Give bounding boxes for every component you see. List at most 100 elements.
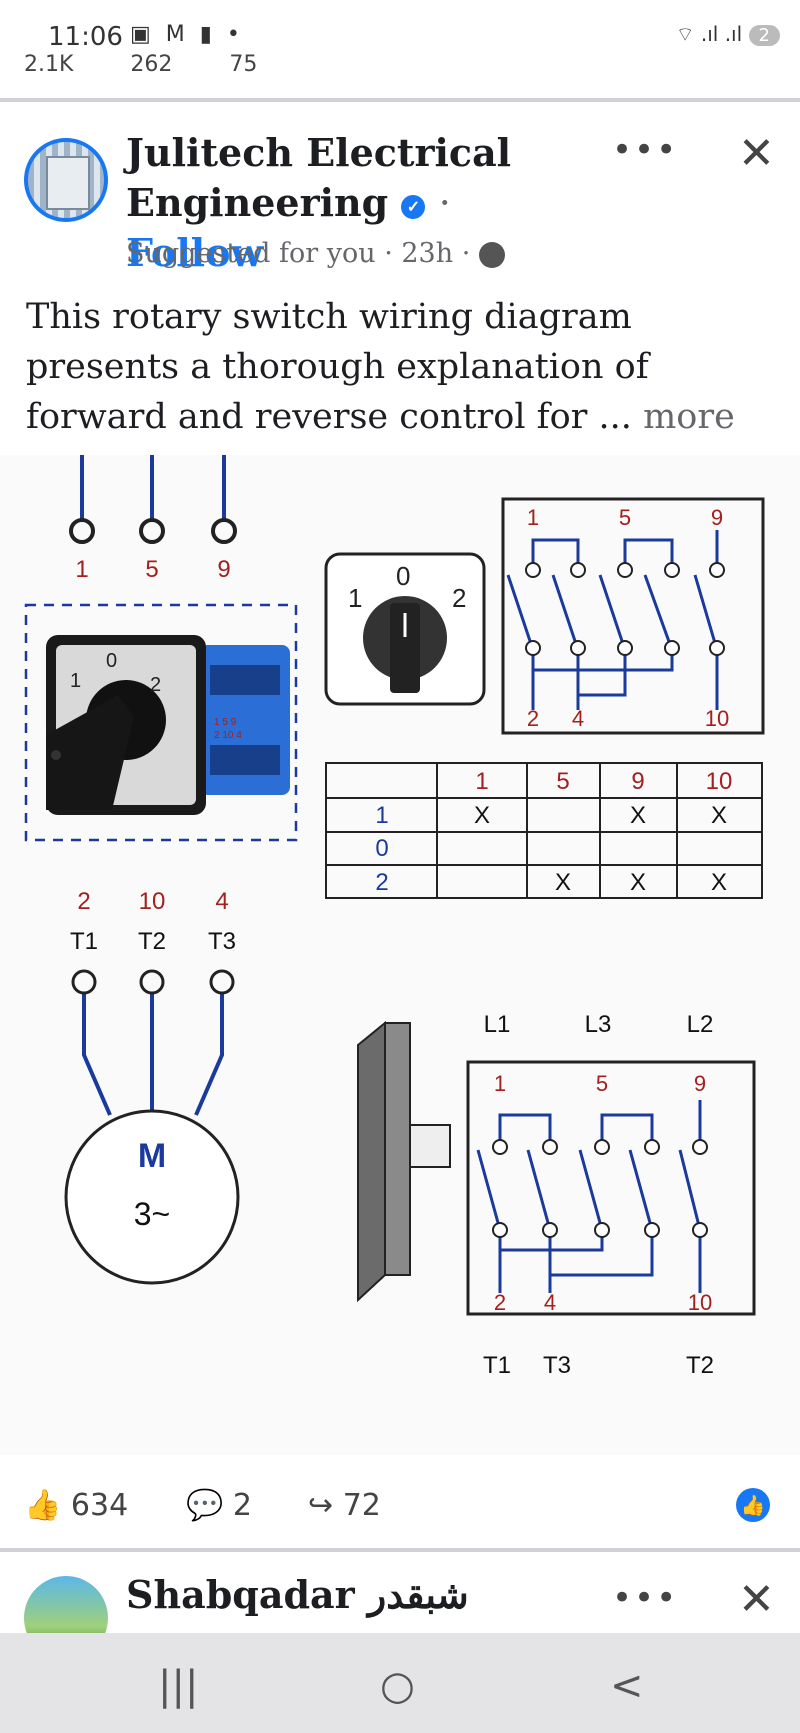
contact-bottom-2: 2 (527, 706, 539, 731)
switch-label-row1: 1 5 9 (214, 717, 237, 728)
signal-icons: ⌔ .ıl .ıl 2 (676, 22, 780, 47)
share-button[interactable]: ↪ 72 (308, 1488, 381, 1523)
reaction-bar: 👍 634 💬 2 ↪ 72 👍 (0, 1460, 800, 1550)
post-image[interactable]: 1 5 9 1 5 9 2 10 4 1 0 2 1 0 2 1 5 9 2 4 (0, 455, 800, 1455)
load-label-t2: T2 (686, 1352, 714, 1379)
post-caption: This rotary switch wiring diagram presen… (26, 292, 786, 442)
page-name[interactable]: Julitech Electrical Engineering (126, 130, 512, 225)
contact-terminals-bottom (492, 1139, 708, 1238)
contact-schematic-bottom (466, 1060, 756, 1316)
dial-pos-1: 1 (348, 583, 362, 613)
switch-label-row2: 2 10 4 (214, 730, 242, 741)
page-avatar[interactable] (24, 138, 108, 222)
comment-icon: 💬 (186, 1488, 224, 1523)
back-icon[interactable]: < (610, 1663, 644, 1709)
table-cell-r0-c2: 5 (556, 768, 569, 795)
recents-icon[interactable]: ||| (158, 1663, 199, 1709)
line-label-l2: L2 (687, 1011, 714, 1038)
comment-button[interactable]: 💬 2 (186, 1488, 252, 1523)
top-terminals (69, 455, 237, 544)
top-terminal-2: 5 (145, 556, 158, 583)
contact-schematic-top (501, 497, 765, 735)
table-cell-r3-c0: 2 (375, 869, 388, 896)
load-label-t3: T3 (543, 1352, 571, 1379)
output-label-t3: T3 (208, 928, 236, 955)
contact-bottom-4: 4 (572, 706, 584, 731)
wiring-diagram: 1 5 9 1 5 9 2 10 4 1 0 2 1 0 2 1 5 9 2 4 (24, 455, 765, 1379)
switching-table (325, 762, 763, 899)
caption-ellipsis: ... (598, 397, 632, 437)
notification-badge: 2 (748, 25, 780, 46)
table-cell-r1-c3: X (630, 802, 646, 829)
output-label-t2: T2 (138, 928, 166, 955)
caption-text: This rotary switch wiring diagram presen… (26, 297, 649, 437)
photo-pos-0: 0 (106, 650, 117, 672)
top-terminal-1: 1 (75, 556, 88, 583)
photo-pos-2: 2 (150, 674, 161, 696)
table-cell-r3-c2: X (555, 869, 571, 896)
contact-top-1: 1 (527, 505, 539, 530)
table-cell-r1-c0: 1 (375, 802, 388, 829)
prev-like-count[interactable]: 2.1K (24, 52, 74, 77)
signal-icon: ⌔ .ıl .ıl (675, 22, 743, 46)
post-header: Julitech Electrical Engineering ✓ · Foll… (126, 130, 512, 275)
like-reaction-icon: 👍 (736, 1488, 770, 1522)
photo-pos-1: 1 (70, 670, 81, 692)
motor-label: M (138, 1137, 166, 1175)
like-count: 634 (70, 1488, 129, 1523)
table-cell-r1-c1: X (474, 802, 490, 829)
lower-contact-top-1: 1 (494, 1071, 506, 1096)
dial-pos-2: 2 (452, 583, 466, 613)
clock: 11:06 (48, 22, 123, 52)
prev-comment-count[interactable]: 262 (130, 52, 173, 77)
output-number-10: 10 (139, 888, 166, 915)
previous-post-stats: 2.1K 262 75 (24, 52, 794, 82)
contact-terminals-top (525, 562, 725, 656)
share-count: 72 (342, 1488, 381, 1523)
globe-icon (478, 241, 505, 268)
more-options-icon[interactable]: ••• (612, 130, 679, 170)
rotary-switch-photo: 1 5 9 2 10 4 (24, 603, 298, 842)
system-navbar: ||| ○ < (0, 1633, 800, 1733)
contact-top-9: 9 (711, 505, 723, 530)
switch-side-view (357, 1020, 451, 1303)
thumbs-up-icon: 👍 (24, 1488, 62, 1523)
share-icon: ↪ (308, 1488, 334, 1523)
line-label-l1: L1 (484, 1011, 511, 1038)
contact-top-5: 5 (619, 505, 631, 530)
lower-contact-top-5: 5 (596, 1071, 608, 1096)
like-button[interactable]: 👍 634 (24, 1488, 128, 1523)
home-icon[interactable]: ○ (380, 1663, 415, 1709)
post-divider-2 (0, 1548, 800, 1552)
load-label-t1: T1 (483, 1352, 511, 1379)
post-divider (0, 98, 800, 102)
lower-contact-bottom-2: 2 (494, 1290, 506, 1315)
motor-wiring (64, 969, 240, 1285)
status-bar: 11:06 ▣ M ▮ • ⌔ .ıl .ıl 2 (0, 0, 800, 60)
output-label-t1: T1 (70, 928, 98, 955)
next-page-name[interactable]: Shabqadar شبقدر (126, 1572, 469, 1617)
comment-count: 2 (232, 1488, 252, 1523)
post-meta-text: Suggested for you · 23h · (126, 238, 471, 269)
dial-pos-0: 0 (396, 561, 410, 591)
see-more-link[interactable]: more (643, 397, 735, 437)
close-icon[interactable]: ✕ (738, 128, 775, 179)
switch-dial (324, 552, 486, 706)
table-cell-r1-c4: X (711, 802, 727, 829)
output-number-2: 2 (77, 888, 90, 915)
next-more-options-icon[interactable]: ••• (612, 1578, 679, 1618)
next-close-icon[interactable]: ✕ (738, 1574, 775, 1625)
notification-icons: ▣ M ▮ • (130, 22, 244, 47)
table-cell-r3-c4: X (711, 869, 727, 896)
lower-contact-bottom-10: 10 (688, 1290, 712, 1315)
prev-share-count[interactable]: 75 (229, 52, 258, 77)
follow-button[interactable]: Follow (126, 230, 264, 275)
verified-badge-icon: ✓ (401, 194, 426, 219)
motor-phase: 3~ (134, 1196, 170, 1232)
table-cell-r0-c1: 1 (475, 768, 488, 795)
contact-bottom-10: 10 (705, 706, 729, 731)
post-meta: Suggested for you · 23h · (126, 238, 505, 269)
output-number-4: 4 (215, 888, 228, 915)
table-cell-r0-c3: 9 (631, 768, 644, 795)
